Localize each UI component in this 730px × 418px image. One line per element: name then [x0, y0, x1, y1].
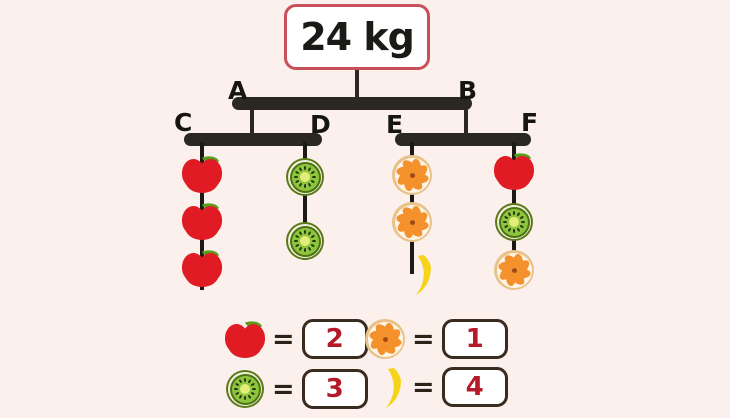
total-weight-label: 24 kg	[300, 15, 415, 59]
orange-icon	[365, 319, 405, 359]
legend-value-box-banana: 4	[441, 367, 508, 407]
legend-value-banana: 4	[465, 372, 484, 402]
node-label-b: B	[458, 76, 478, 105]
equals-sign: =	[412, 323, 435, 355]
legend-value-box-apple: 2	[301, 319, 368, 359]
equals-sign: =	[272, 373, 295, 405]
left-beam	[184, 133, 322, 146]
string-d	[303, 142, 307, 260]
apple-icon	[182, 246, 222, 287]
total-weight-box: 24 kg	[284, 4, 430, 70]
orange-icon	[494, 250, 534, 290]
rod-a-to-left-beam	[250, 108, 254, 136]
apple-body	[182, 159, 222, 193]
apple-body	[494, 156, 534, 190]
legend-row-apple: = 2	[222, 316, 368, 362]
banana-icon	[398, 252, 432, 296]
orange-icon	[392, 155, 432, 195]
legend-kiwi-icon-slot	[222, 366, 268, 412]
apple-icon	[182, 199, 222, 240]
legend-banana-icon-slot	[362, 364, 408, 410]
kiwi-icon	[495, 203, 533, 241]
legend-row-kiwi: = 3	[222, 366, 368, 412]
apple-body	[182, 253, 222, 287]
legend-orange-icon-slot	[362, 316, 408, 362]
kiwi-icon	[286, 158, 324, 196]
legend-apple-icon-slot	[222, 316, 268, 362]
apple-body	[225, 324, 265, 358]
equals-sign: =	[272, 323, 295, 355]
legend-value-box-orange: 1	[441, 319, 508, 359]
equals-sign: =	[412, 371, 435, 403]
rod-b-to-right-beam	[464, 108, 468, 136]
top-beam	[232, 97, 472, 110]
node-label-a: A	[228, 76, 248, 105]
right-beam	[395, 133, 531, 146]
top-support-rod	[355, 70, 359, 98]
legend-value-kiwi: 3	[325, 374, 344, 404]
node-label-c: C	[174, 108, 193, 137]
legend-value-orange: 1	[465, 324, 484, 354]
apple-body	[182, 206, 222, 240]
node-label-e: E	[386, 110, 404, 139]
orange-icon	[392, 202, 432, 242]
legend-row-orange: = 1	[362, 316, 508, 362]
legend-row-banana: = 4	[362, 364, 508, 410]
apple-icon	[494, 149, 534, 190]
legend-value-apple: 2	[325, 324, 344, 354]
apple-icon	[182, 152, 222, 193]
legend-value-box-kiwi: 3	[301, 369, 368, 409]
kiwi-icon	[286, 222, 324, 260]
kiwi-icon	[226, 370, 264, 408]
banana-icon	[368, 365, 402, 409]
node-label-d: D	[310, 110, 331, 139]
node-label-f: F	[521, 108, 539, 137]
apple-icon	[225, 317, 265, 358]
